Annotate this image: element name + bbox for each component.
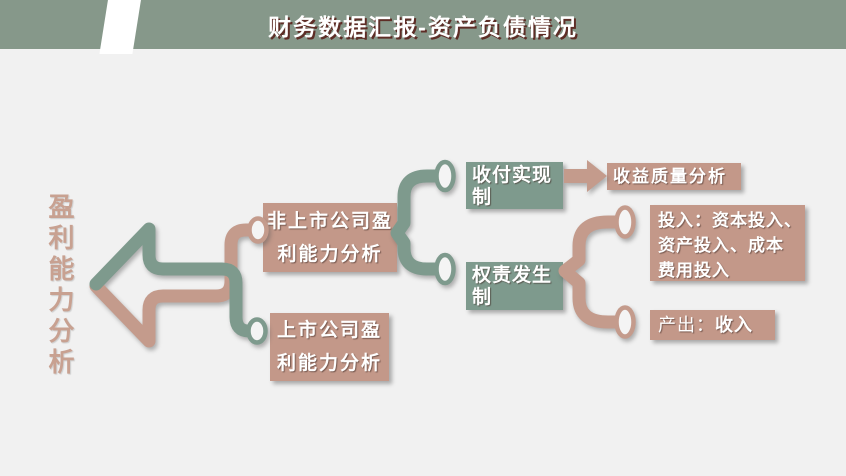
node-income-quality: 收益质量分析: [607, 163, 741, 190]
side-label-profitability: 盈利能力分析: [45, 193, 75, 379]
node-text-line: 利能力分析: [276, 353, 382, 374]
node-listed-profitability: 上市公司盈 利能力分析: [270, 313, 389, 381]
node-text-line: 上市公司盈: [276, 320, 382, 341]
node-output: 产出：收入: [650, 310, 775, 340]
node-text-line: 投入：资本投入、: [658, 211, 802, 230]
node-text-line: 收付实现: [472, 165, 553, 186]
node-input: 投入：资本投入、 资产投入、成本 费用投入: [650, 205, 805, 281]
node-accrual-basis: 权责发生 制: [466, 262, 563, 310]
node-text-line: 资产投入、成本: [658, 236, 784, 255]
connector-dot-output: [614, 305, 636, 339]
node-text-line: 权责发生: [472, 265, 553, 286]
header-bar: 财务数据汇报-资产负债情况: [0, 0, 846, 54]
node-text-line: 非上市公司盈: [266, 210, 393, 232]
node-text-line: 收益质量分析: [613, 167, 727, 186]
slide-title: 财务数据汇报-资产负债情况: [268, 13, 578, 40]
node-cash-basis: 收付实现 制: [466, 162, 563, 209]
header-decorative-stripe: [99, 0, 142, 54]
connector-dot-accrual: [434, 252, 456, 286]
big-arrow-salmon-stroke: [89, 223, 265, 348]
node-text-line: 利能力分析: [277, 243, 383, 265]
salmon-brace-stroke: [558, 215, 632, 329]
node-text-line: 制: [472, 287, 493, 308]
connector-dot-listed: [246, 317, 268, 345]
connector-dot-input: [614, 205, 636, 239]
connector-dot-cash: [434, 159, 456, 193]
node-nonlisted-profitability: 非上市公司盈 利能力分析: [263, 203, 397, 272]
big-arrow-green-stroke: [89, 222, 264, 338]
node-text-line: 制: [472, 187, 493, 208]
green-bracket-stroke: [390, 169, 452, 276]
right-arrow-icon: [564, 160, 607, 192]
node-text-prefix: 产出：: [658, 315, 715, 335]
node-text-line: 费用投入: [658, 261, 730, 280]
node-text-value: 收入: [715, 315, 753, 335]
